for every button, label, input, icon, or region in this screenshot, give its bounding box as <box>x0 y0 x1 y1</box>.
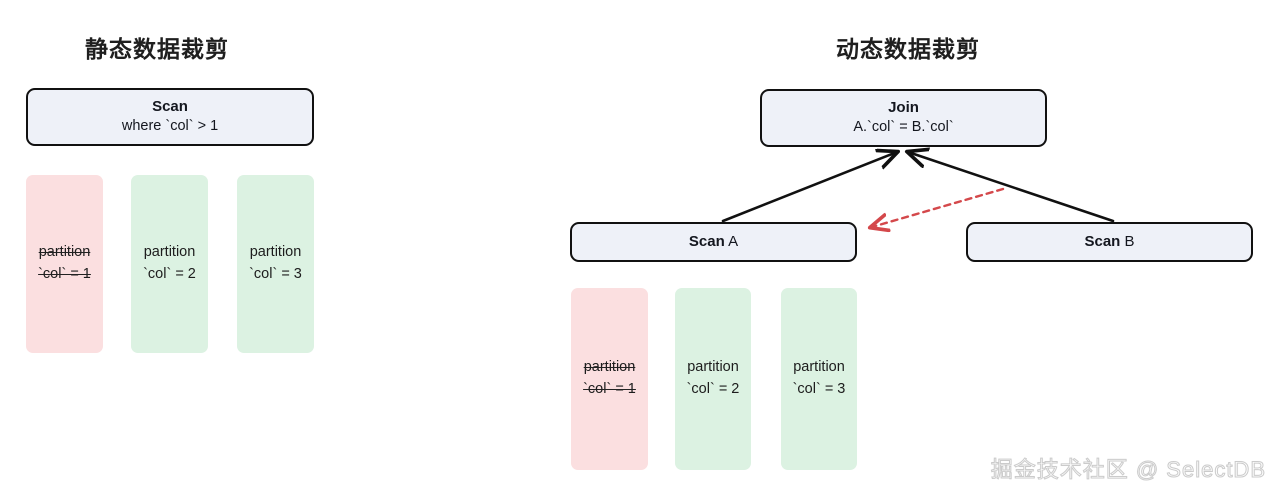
scan-a-node-alias: A <box>728 232 739 250</box>
dynamic-partition-3-value: `col` = 3 <box>792 381 846 397</box>
dynamic-partition-1-value: `col` = 1 <box>583 381 636 397</box>
static-pruning-title: 静态数据裁剪 <box>85 36 229 62</box>
static-partition-3[interactable]: partition `col` = 3 <box>237 175 314 353</box>
dynamic-partition-2-value: `col` = 2 <box>686 381 740 397</box>
static-partition-1[interactable]: partition `col` = 1 <box>26 175 103 353</box>
edge-scan-b-to-join <box>908 152 1115 223</box>
join-node-title: Join <box>888 99 919 117</box>
dynamic-pruning-title: 动态数据裁剪 <box>836 36 980 62</box>
dynamic-partition-1-label: partition <box>583 359 636 376</box>
static-partition-1-label: partition <box>38 244 91 261</box>
scan-b-node-alias: B <box>1124 232 1135 250</box>
static-partition-2[interactable]: partition `col` = 2 <box>131 175 208 353</box>
dynamic-partition-2[interactable]: partition `col` = 2 <box>675 288 751 470</box>
static-partition-2-label: partition <box>143 244 196 261</box>
scan-a-node-label: Scan A <box>689 232 738 252</box>
static-scan-node-title: Scan <box>152 98 188 116</box>
dynamic-partition-1[interactable]: partition `col` = 1 <box>571 288 648 470</box>
scan-b-node[interactable]: Scan B <box>966 222 1253 262</box>
watermark: 掘金技术社区 @ SelectDB <box>990 457 1266 483</box>
dynamic-partition-3-label: partition <box>793 359 845 376</box>
join-node[interactable]: Join A.`col` = B.`col` <box>760 89 1047 147</box>
join-node-condition: A.`col` = B.`col` <box>853 119 954 136</box>
static-partition-1-value: `col` = 1 <box>38 266 91 282</box>
dynamic-partition-2-label: partition <box>687 359 739 376</box>
scan-b-node-label: Scan B <box>1084 232 1134 252</box>
static-partition-3-value: `col` = 3 <box>249 266 302 282</box>
scan-a-node[interactable]: Scan A <box>570 222 857 262</box>
static-partition-3-label: partition <box>249 244 302 261</box>
edge-scan-a-to-join <box>721 152 897 223</box>
dynamic-partition-3[interactable]: partition `col` = 3 <box>781 288 857 470</box>
static-scan-node[interactable]: Scan where `col` > 1 <box>26 88 314 146</box>
scan-b-node-title: Scan <box>1084 232 1121 250</box>
static-scan-node-predicate: where `col` > 1 <box>121 118 219 135</box>
static-partition-2-value: `col` = 2 <box>143 266 196 282</box>
scan-a-node-title: Scan <box>688 232 725 250</box>
